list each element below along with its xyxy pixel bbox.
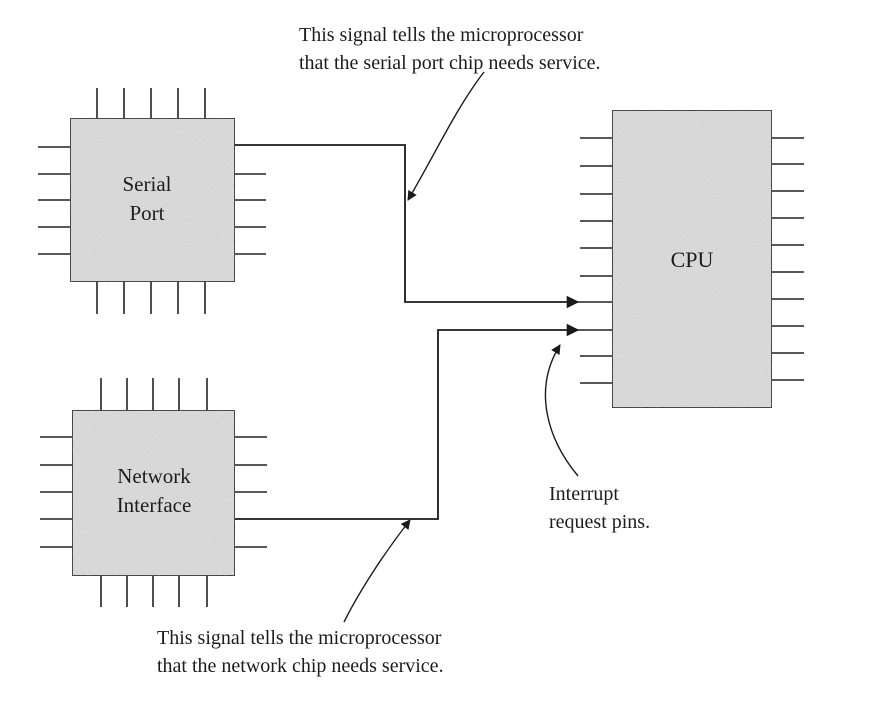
interrupt-request-pins [578,301,612,331]
serial-signal-pointer [407,71,485,201]
interrupt-pins-note-line2: request pins. [549,511,650,533]
cpu-label: CPU [671,247,714,272]
network-signal-wire [235,323,580,520]
cpu-body [611,109,773,409]
serial-port-pins [38,88,266,314]
interrupt-pins-pointer [544,344,579,477]
cpu-pins [580,137,804,384]
network-interface-body [71,409,236,577]
network-signal-note-line2: that the network chip needs service. [157,655,444,677]
network-interface-label-line1: Network [117,464,191,488]
network-signal-pointer [343,519,411,623]
serial-signal-note-line2: that the serial port chip needs service. [299,52,601,74]
network-signal-note-line1: This signal tells the microprocessor [157,627,442,649]
network-interface-pins [40,378,267,607]
serial-port-chip: Serial Port [38,88,266,314]
serial-port-label-line2: Port [129,201,164,225]
serial-port-body [69,117,236,283]
cpu-chip: CPU [580,109,804,409]
serial-signal-wire [235,144,580,309]
network-signal-note: This signal tells the microprocessor tha… [157,627,444,677]
serial-port-label-line1: Serial [123,172,172,196]
serial-signal-note-line1: This signal tells the microprocessor [299,24,584,46]
serial-signal-note: This signal tells the microprocessor tha… [299,24,601,74]
network-interface-label-line2: Interface [117,493,192,517]
interrupt-pins-note-line1: Interrupt [549,483,619,505]
interrupt-pins-note: Interrupt request pins. [549,483,650,533]
network-interface-chip: Network Interface [40,378,267,607]
